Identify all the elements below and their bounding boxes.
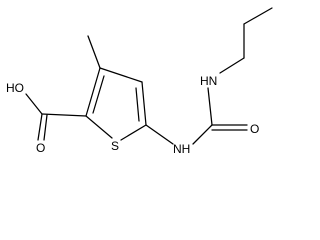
bond-acid-oh: [25, 93, 43, 115]
bond-group: [25, 7, 273, 145]
bond-acid-co-double: [43, 114, 48, 141]
amide-nh-label: NH: [173, 142, 190, 156]
sulfur-label: S: [111, 139, 119, 153]
bond-acid-co: [37, 113, 43, 141]
bond-acid-c: [41, 113, 87, 117]
bond-ring-c2-c3: [85, 67, 101, 117]
bond-methyl: [87, 35, 101, 69]
bond-ring-c4-c5: [141, 81, 147, 126]
urea-carbonyl-oxygen-label: O: [250, 122, 259, 136]
bond-c-hn: [207, 87, 213, 126]
bond-hn-ch2: [219, 57, 245, 74]
bond-ring-s-c2: [85, 115, 113, 139]
acid-carbonyl-oxygen-label: O: [36, 141, 45, 155]
bond-ring-c2-c3-inner: [92, 75, 105, 114]
hydroxyl-label: HO: [6, 81, 24, 95]
bond-ch2-ch3: [243, 7, 273, 25]
bond-c5-nh: [145, 124, 174, 145]
bond-ring-c5-s: [120, 124, 147, 141]
amide-hn-label: HN: [200, 74, 217, 88]
bond-ring-c3-c4: [99, 67, 143, 83]
thiophene-urea-structure: HO O S NH HN O: [6, 7, 273, 156]
bond-nh-c: [192, 124, 213, 145]
bond-ring-c4-c5-inner: [135, 87, 140, 122]
